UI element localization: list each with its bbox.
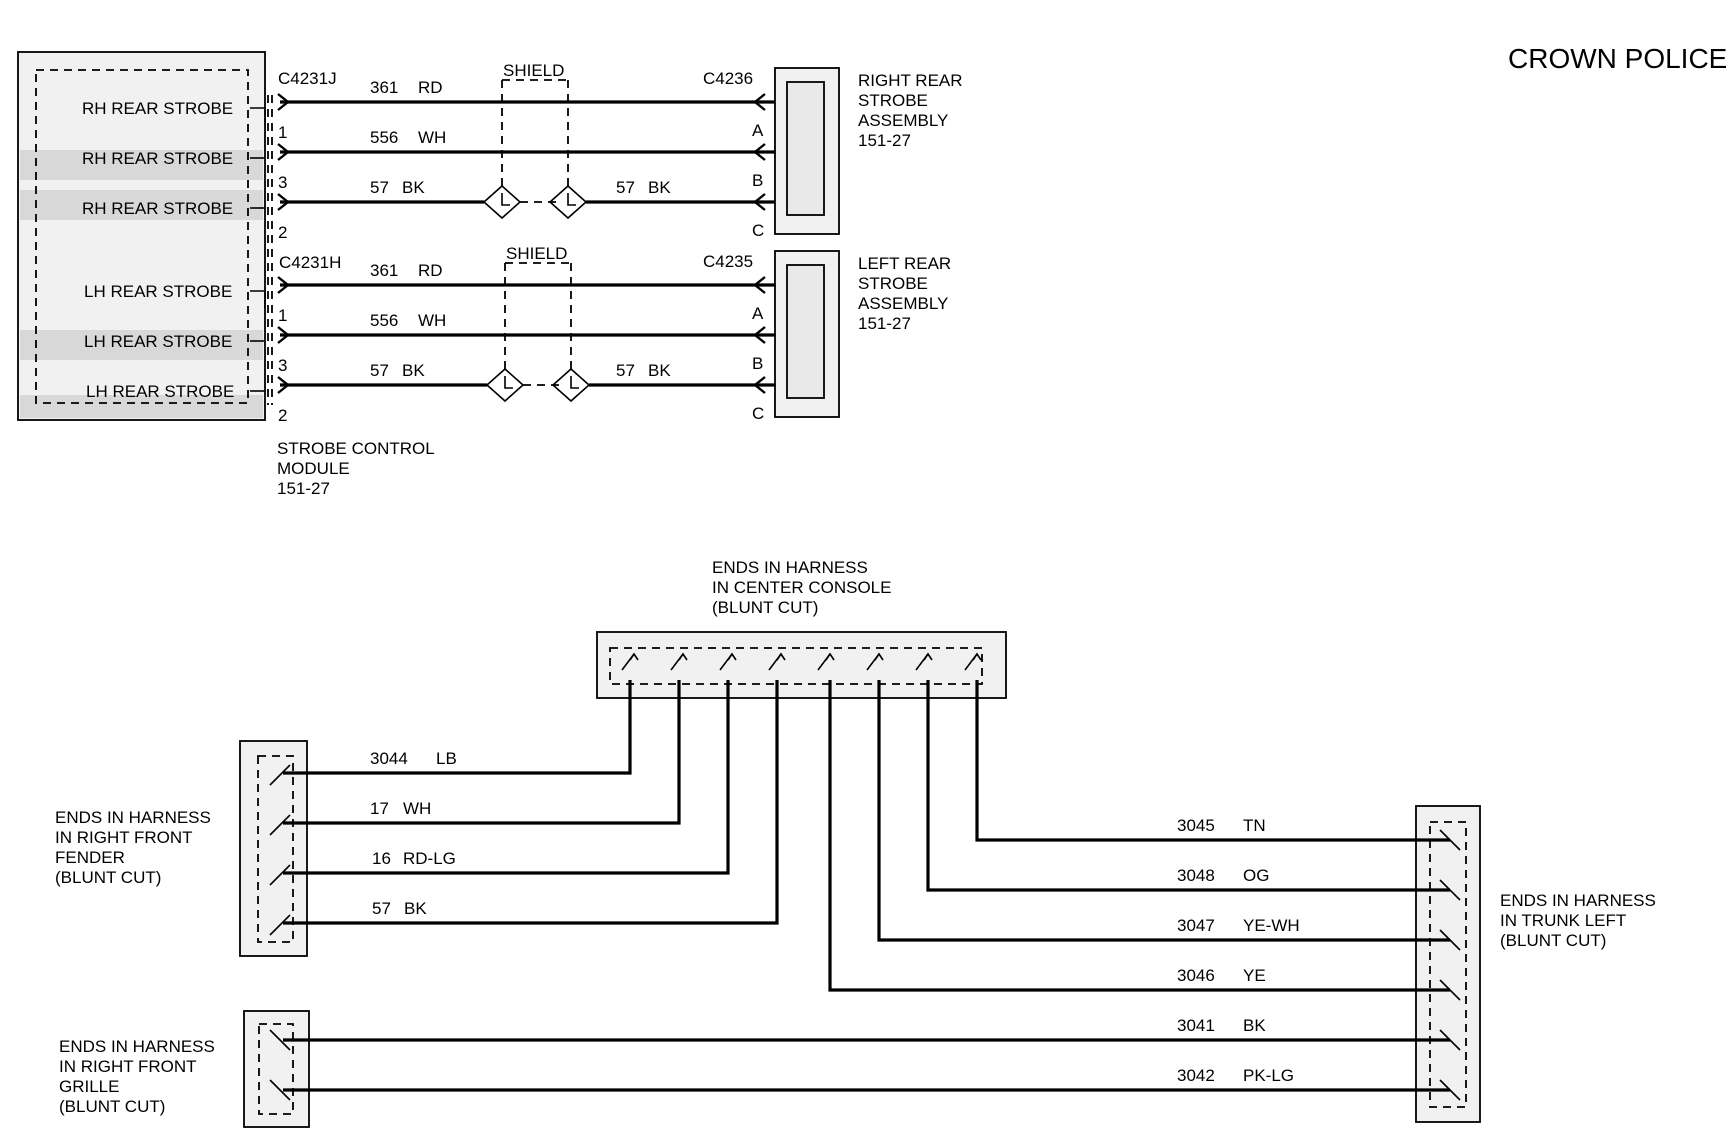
lh-rear-wiring: SHIELD 361 RD 556 WH 57 BK 57 BK [277, 244, 775, 403]
rh-wire-57-color: BK [402, 178, 425, 197]
trunk-left-harness: ENDS IN HARNESS IN TRUNK LEFT (BLUNT CUT… [1415, 805, 1656, 1123]
left-rear-label-line4: 151-27 [858, 314, 911, 333]
rh-pin-number-3: 3 [278, 173, 287, 192]
grille-label-line1: ENDS IN HARNESS [59, 1037, 215, 1056]
left-rear-label-line3: ASSEMBLY [858, 294, 948, 313]
right-rear-label-line3: ASSEMBLY [858, 111, 948, 130]
fender-wire-57-circuit: 57 [372, 899, 391, 918]
rh-pin-number-2: 2 [278, 223, 287, 242]
fender-label-line4: (BLUNT CUT) [55, 868, 161, 887]
grille-label-line3: GRILLE [59, 1077, 119, 1096]
trunk-label-line1: ENDS IN HARNESS [1500, 891, 1656, 910]
lh-wire-57b-color: BK [648, 361, 671, 380]
rh-rear-strobe-pin-c: RH REAR STROBE [82, 199, 233, 218]
lh-pin-number-3: 3 [278, 356, 287, 375]
trunk-wire-3041-circuit: 3041 [1177, 1016, 1215, 1035]
module-name-line2: MODULE [277, 459, 350, 478]
rh-wire-57b-color: BK [648, 178, 671, 197]
trunk-wire-3046-color: YE [1243, 966, 1266, 985]
fender-label-line3: FENDER [55, 848, 125, 867]
lh-rear-strobe-pin-c: LH REAR STROBE [86, 382, 234, 401]
fender-wire-17-circuit: 17 [370, 799, 389, 818]
grille-label-line4: (BLUNT CUT) [59, 1097, 165, 1116]
right-front-grille-harness: ENDS IN HARNESS IN RIGHT FRONT GRILLE (B… [59, 1010, 310, 1128]
module-name-line3: 151-27 [277, 479, 330, 498]
grille-label-line2: IN RIGHT FRONT [59, 1057, 197, 1076]
trunk-label-line2: IN TRUNK LEFT [1500, 911, 1626, 930]
center-console-label-line1: ENDS IN HARNESS [712, 558, 868, 577]
rh-module-connector: C4231J [278, 69, 337, 88]
left-rear-label-line1: LEFT REAR [858, 254, 951, 273]
center-console-label-line2: IN CENTER CONSOLE [712, 578, 891, 597]
lh-rear-strobe-pin-a: LH REAR STROBE [84, 282, 232, 301]
lh-wire-556-color: WH [418, 311, 446, 330]
trunk-wire-3048-circuit: 3048 [1177, 866, 1215, 885]
right-rear-label-line1: RIGHT REAR [858, 71, 963, 90]
lh-wire-361-circuit: 361 [370, 261, 398, 280]
left-rear-label-line2: STROBE [858, 274, 928, 293]
right-rear-label-line4: 151-27 [858, 131, 911, 150]
right-rear-pin-a: A [752, 121, 764, 140]
fender-label-line1: ENDS IN HARNESS [55, 808, 211, 827]
trunk-wire-3042-color: PK-LG [1243, 1066, 1294, 1085]
trunk-wire-3047-color: YE-WH [1243, 916, 1300, 935]
rh-pin-number-1: 1 [278, 123, 287, 142]
fender-wire-57-color: BK [404, 899, 427, 918]
lh-pin-number-2: 2 [278, 406, 287, 425]
trunk-wire-3042-circuit: 3042 [1177, 1066, 1215, 1085]
rh-wire-57-circuit: 57 [370, 178, 389, 197]
lh-wire-57b-circuit: 57 [616, 361, 635, 380]
rh-shield-label: SHIELD [503, 61, 564, 80]
rh-wire-361-color: RD [418, 78, 443, 97]
trunk-wire-3046-circuit: 3046 [1177, 966, 1215, 985]
lh-shield-label: SHIELD [506, 244, 567, 263]
fender-wires: 3044 LB 17 WH 16 RD-LG 57 BK [283, 680, 779, 925]
rh-wire-361-circuit: 361 [370, 78, 398, 97]
lh-pin-number-1: 1 [278, 306, 287, 325]
fender-wire-3044-color: LB [436, 749, 457, 768]
lh-module-connector: C4231H [279, 253, 341, 272]
right-rear-pin-c: C [752, 221, 764, 240]
trunk-wire-3048-color: OG [1243, 866, 1269, 885]
trunk-label-line3: (BLUNT CUT) [1500, 931, 1606, 950]
rh-rear-wiring: SHIELD 361 RD 556 WH 57 BK 57 BK [277, 61, 775, 220]
module-name-line1: STROBE CONTROL [277, 439, 435, 458]
trunk-wire-3045-color: TN [1243, 816, 1266, 835]
fender-wire-16-color: RD-LG [403, 849, 456, 868]
left-rear-pin-a: A [752, 304, 764, 323]
fender-wire-17-color: WH [403, 799, 431, 818]
diagram-title: CROWN POLICE [1508, 43, 1726, 74]
rh-wire-556-circuit: 556 [370, 128, 398, 147]
fender-label-line2: IN RIGHT FRONT [55, 828, 193, 847]
trunk-wire-3047-circuit: 3047 [1177, 916, 1215, 935]
strobe-control-module: RH REAR STROBE RH REAR STROBE RH REAR ST… [17, 51, 435, 498]
lh-wire-57-color: BK [402, 361, 425, 380]
right-rear-strobe-assembly: C4236 A B C RIGHT REAR STROBE ASSEMBLY 1… [703, 67, 963, 240]
rh-wire-556-color: WH [418, 128, 446, 147]
trunk-wires: 3045 TN 3048 OG 3047 YE-WH 3046 YE 3041 … [283, 680, 1450, 1092]
right-rear-connector: C4236 [703, 69, 753, 88]
lh-rear-strobe-pin-b: LH REAR STROBE [84, 332, 232, 351]
right-front-fender-harness: ENDS IN HARNESS IN RIGHT FRONT FENDER (B… [55, 740, 308, 957]
right-rear-pin-b: B [752, 171, 763, 190]
trunk-wire-3045-circuit: 3045 [1177, 816, 1215, 835]
left-rear-pin-b: B [752, 354, 763, 373]
lh-wire-57-circuit: 57 [370, 361, 389, 380]
center-console-label-line3: (BLUNT CUT) [712, 598, 818, 617]
left-rear-pin-c: C [752, 404, 764, 423]
center-console-harness: ENDS IN HARNESS IN CENTER CONSOLE (BLUNT… [596, 558, 1007, 699]
rh-wire-57b-circuit: 57 [616, 178, 635, 197]
left-rear-strobe-assembly: C4235 A B C LEFT REAR STROBE ASSEMBLY 15… [703, 250, 951, 423]
rh-rear-strobe-pin-a: RH REAR STROBE [82, 99, 233, 118]
lh-wire-361-color: RD [418, 261, 443, 280]
fender-wire-16-circuit: 16 [372, 849, 391, 868]
lh-wire-556-circuit: 556 [370, 311, 398, 330]
rh-rear-strobe-pin-b: RH REAR STROBE [82, 149, 233, 168]
trunk-wire-3041-color: BK [1243, 1016, 1266, 1035]
right-rear-label-line2: STROBE [858, 91, 928, 110]
fender-wire-3044-circuit: 3044 [370, 749, 408, 768]
left-rear-connector: C4235 [703, 252, 753, 271]
